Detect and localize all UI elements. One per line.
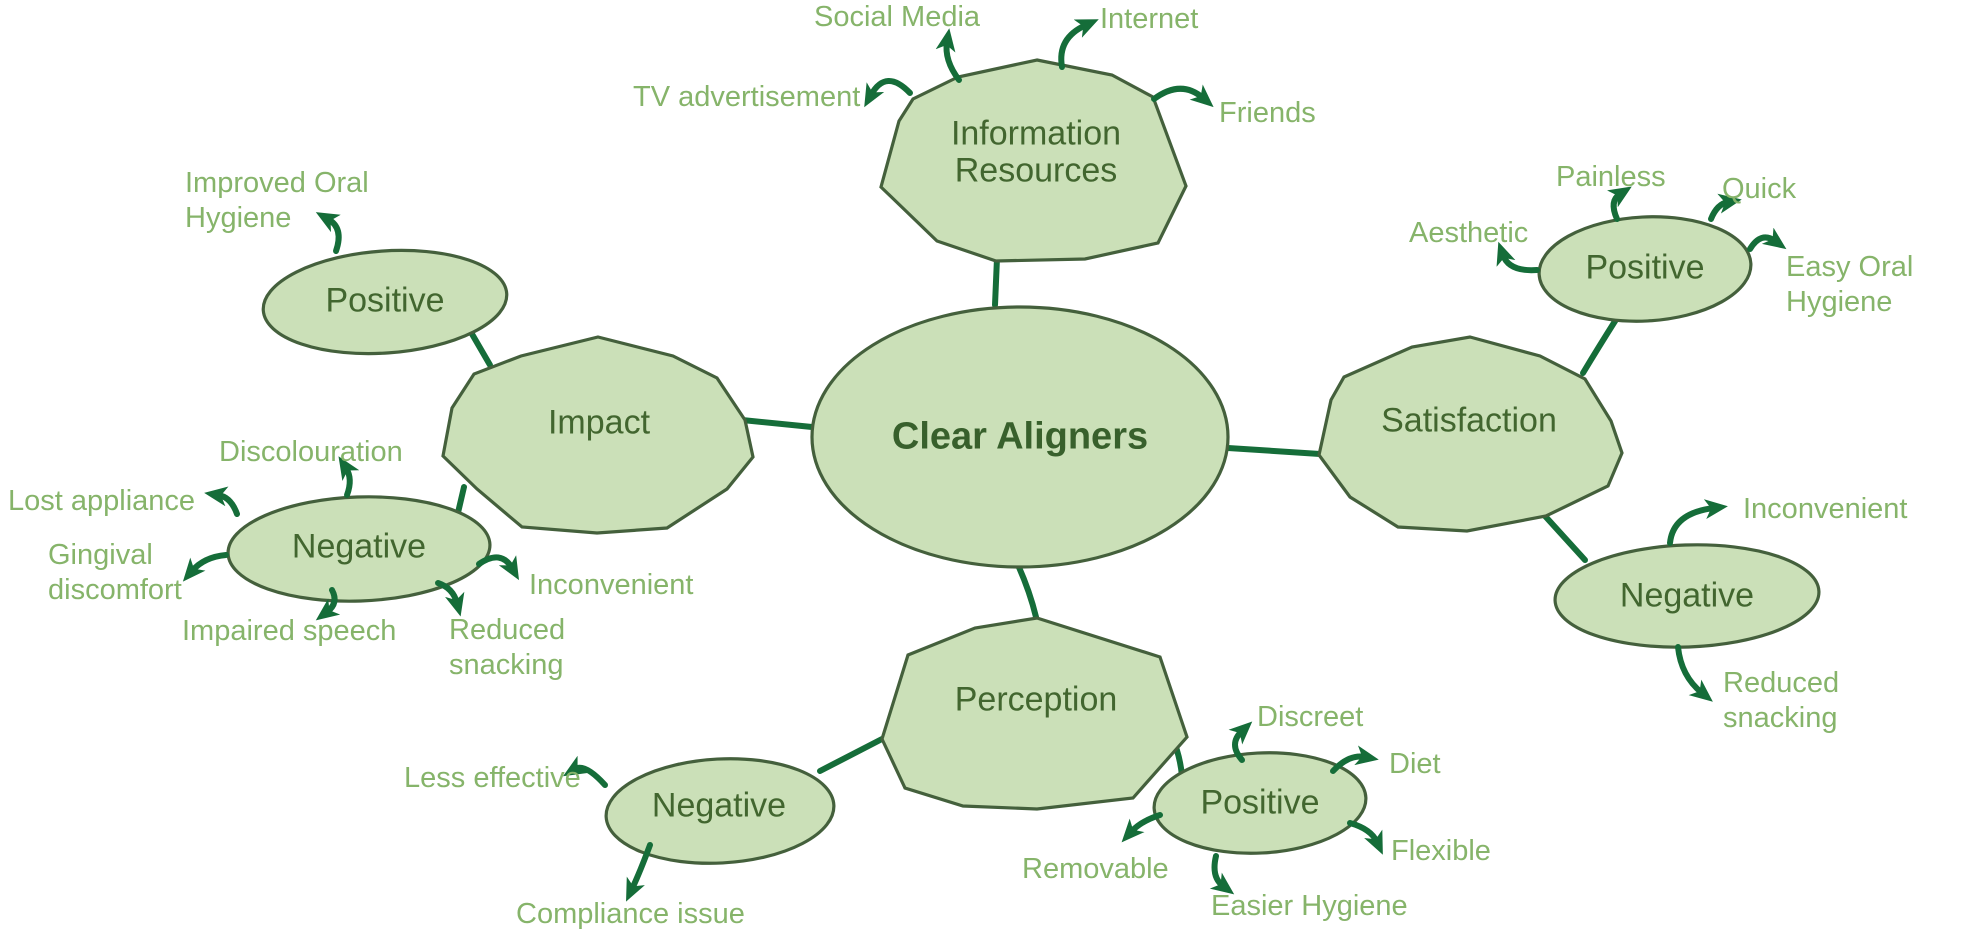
node-satisfaction-negative: Negative bbox=[1619, 576, 1755, 615]
leaf-improved-oral-hygiene: Improved Oral Hygiene bbox=[185, 167, 369, 234]
leaf-diet: Diet bbox=[1389, 748, 1441, 780]
leaf-painless: Painless bbox=[1556, 161, 1666, 193]
leaf-tv-advertisement: TV advertisement bbox=[633, 81, 861, 113]
arrow-painless bbox=[1607, 186, 1632, 222]
arrow-inconvenient-impact bbox=[476, 554, 520, 581]
node-impact-positive: Positive bbox=[325, 281, 445, 320]
leaf-removable: Removable bbox=[1022, 853, 1169, 885]
leaf-compliance-issue: Compliance issue bbox=[516, 898, 745, 930]
node-perception-positive: Positive bbox=[1200, 783, 1320, 822]
arrow-diet bbox=[1330, 745, 1379, 774]
node-perception: Perception bbox=[954, 680, 1118, 719]
shape-clear-aligners bbox=[810, 305, 1230, 569]
shape-satisfaction bbox=[1317, 335, 1624, 533]
node-information-resources: Information Resources bbox=[950, 114, 1122, 189]
shape-satisfaction-positive bbox=[1537, 215, 1753, 323]
arrow-quick bbox=[1708, 193, 1742, 222]
arrow-social-media bbox=[935, 28, 962, 83]
node-satisfaction-positive: Positive bbox=[1585, 248, 1705, 287]
arrow-gingival-discomfort bbox=[182, 552, 229, 582]
arrow-easier-hygiene bbox=[1209, 853, 1235, 895]
connector-satisfaction-negative bbox=[1542, 513, 1588, 563]
shape-perception-positive bbox=[1152, 751, 1368, 855]
leaf-discolouration: Discolouration bbox=[219, 436, 403, 468]
arrow-lost-appliance bbox=[204, 486, 240, 517]
connector-satisfaction-positive bbox=[1580, 315, 1620, 376]
connector-center-impact bbox=[739, 417, 815, 430]
arrow-discolouration bbox=[338, 456, 360, 498]
arrow-tv-advertisement bbox=[864, 78, 913, 108]
leaf-lost-appliance: Lost appliance bbox=[8, 485, 196, 517]
leaf-internet: Internet bbox=[1100, 3, 1199, 35]
leaf-easy-oral-hygiene: Easy Oral Hygiene bbox=[1786, 251, 1914, 318]
shape-satisfaction-negative bbox=[1553, 543, 1821, 649]
leaf-reduced-snacking-satisfaction: Reduced snacking bbox=[1723, 667, 1840, 734]
arrow-reduced-snacking-satisfaction bbox=[1675, 644, 1713, 702]
leaf-inconvenient-impact: Inconvenient bbox=[529, 569, 694, 601]
arrow-removable bbox=[1121, 812, 1163, 843]
shape-impact-positive bbox=[261, 248, 509, 356]
leaf-reduced-snacking-impact: Reduced snacking bbox=[449, 614, 566, 681]
arrow-inconvenient-satisfaction bbox=[1667, 499, 1728, 546]
arrow-easy-oral-hygiene bbox=[1747, 227, 1787, 252]
node-impact: Impact bbox=[547, 403, 651, 442]
connector-center-perception bbox=[1015, 562, 1039, 620]
arrow-impaired-speech bbox=[315, 587, 341, 621]
arrow-friends bbox=[1151, 84, 1214, 108]
leaf-easier-hygiene: Easier Hygiene bbox=[1211, 890, 1408, 922]
node-impact-negative: Negative bbox=[291, 527, 427, 566]
arrow-aesthetic bbox=[1496, 241, 1540, 274]
shape-impact bbox=[441, 335, 755, 535]
leaf-less-effective: Less effective bbox=[404, 762, 581, 794]
connector-center-information bbox=[992, 255, 1000, 308]
node-perception-negative: Negative bbox=[651, 786, 787, 825]
node-satisfaction: Satisfaction bbox=[1381, 401, 1557, 440]
leaf-aesthetic: Aesthetic bbox=[1409, 217, 1529, 249]
leaf-flexible: Flexible bbox=[1391, 835, 1491, 867]
arrow-internet bbox=[1058, 19, 1099, 70]
leaf-quick: Quick bbox=[1722, 173, 1797, 205]
leaf-gingival-discomfort: Gingival discomfort bbox=[48, 539, 182, 606]
connector-center-satisfaction bbox=[1225, 445, 1323, 457]
arrow-discreet bbox=[1228, 721, 1253, 763]
arrow-reduced-snacking-impact bbox=[435, 580, 465, 617]
arrow-flexible bbox=[1347, 820, 1383, 855]
leaf-friends: Friends bbox=[1219, 97, 1316, 129]
arrow-compliance-issue bbox=[626, 842, 653, 902]
connector-impact-positive bbox=[469, 331, 493, 368]
leaf-discreet: Discreet bbox=[1257, 701, 1364, 733]
connector-perception-negative bbox=[817, 736, 885, 774]
leaf-impaired-speech: Impaired speech bbox=[182, 615, 397, 647]
arrow-less-effective bbox=[562, 755, 608, 788]
shape-perception-negative bbox=[604, 757, 836, 865]
arrow-improved-oral-hygiene bbox=[315, 212, 342, 254]
leaf-social-media: Social Media bbox=[814, 1, 981, 33]
shape-perception bbox=[880, 616, 1189, 811]
node-clear-aligners: Clear Aligners bbox=[891, 415, 1149, 458]
leaf-inconvenient-satisfaction: Inconvenient bbox=[1743, 493, 1908, 525]
